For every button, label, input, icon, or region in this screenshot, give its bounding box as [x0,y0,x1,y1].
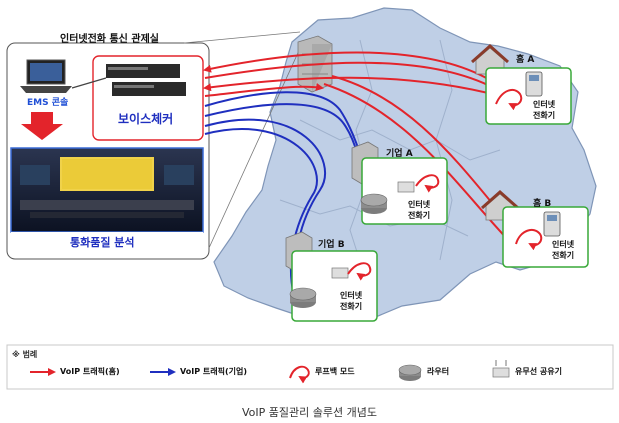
corp-a-label: 기업 A [386,149,413,159]
wifi-router-icon [331,267,349,279]
region-border [299,119,501,161]
analysis-label-bar [11,232,203,250]
router-icon [289,287,317,308]
corp-b-label: 기업 B [318,240,345,250]
legend-label-wifi-router: 유무선 공유기 [515,367,562,376]
home-traffic-lines [203,51,521,245]
phone-icon [543,211,561,237]
laptop-icon [20,59,72,93]
wifi-router-icon [397,181,415,193]
home-b-label: 홈 B [533,199,552,209]
home-a-label: 홈 A [516,55,535,65]
red-traffic-line [204,61,495,89]
control-room-title: 인터넷전화 통신 관제실 [60,34,159,45]
legend-loopback-icon [289,365,310,384]
red-traffic-line [204,82,324,97]
loopback-icon [347,262,372,281]
diagram-caption: VoIP 품질관리 솔루션 개념도 [242,406,377,419]
home-b-frame [502,206,589,268]
legend-label-router: 라우터 [427,367,450,376]
red-down-arrow-icon [21,112,63,140]
red-traffic-line [323,83,513,245]
connector-line [183,31,301,44]
red-traffic-line [203,51,491,81]
loopback-icon [495,88,523,111]
router-icon [360,193,388,214]
loopback-icon [515,228,543,251]
legend-wifi-router-icon [492,360,510,378]
console-link [71,77,107,89]
legend-label-loopback: 루프백 모드 [315,367,355,376]
red-traffic-line [203,76,501,97]
legend-frame [6,344,614,390]
legend-label-corp-traffic: VoIP 트래픽(기업) [180,367,247,376]
loopback-icon [415,174,440,193]
corp-b-frame [291,250,378,322]
connector-line [208,43,303,249]
voice-checker-label: 보이스체커 [118,112,174,126]
monitoring-room-image [10,147,204,233]
legend-router-icon [398,364,422,381]
phone-icon [525,71,543,97]
legend-title: ※ 범례 [12,350,38,359]
ems-console-label: EMS 콘솔 [27,98,69,108]
analysis-label: 통화품질 분석 [70,236,135,249]
server-icon [106,64,186,96]
legend-label-home-traffic: VoIP 트래픽(홈) [60,367,120,376]
